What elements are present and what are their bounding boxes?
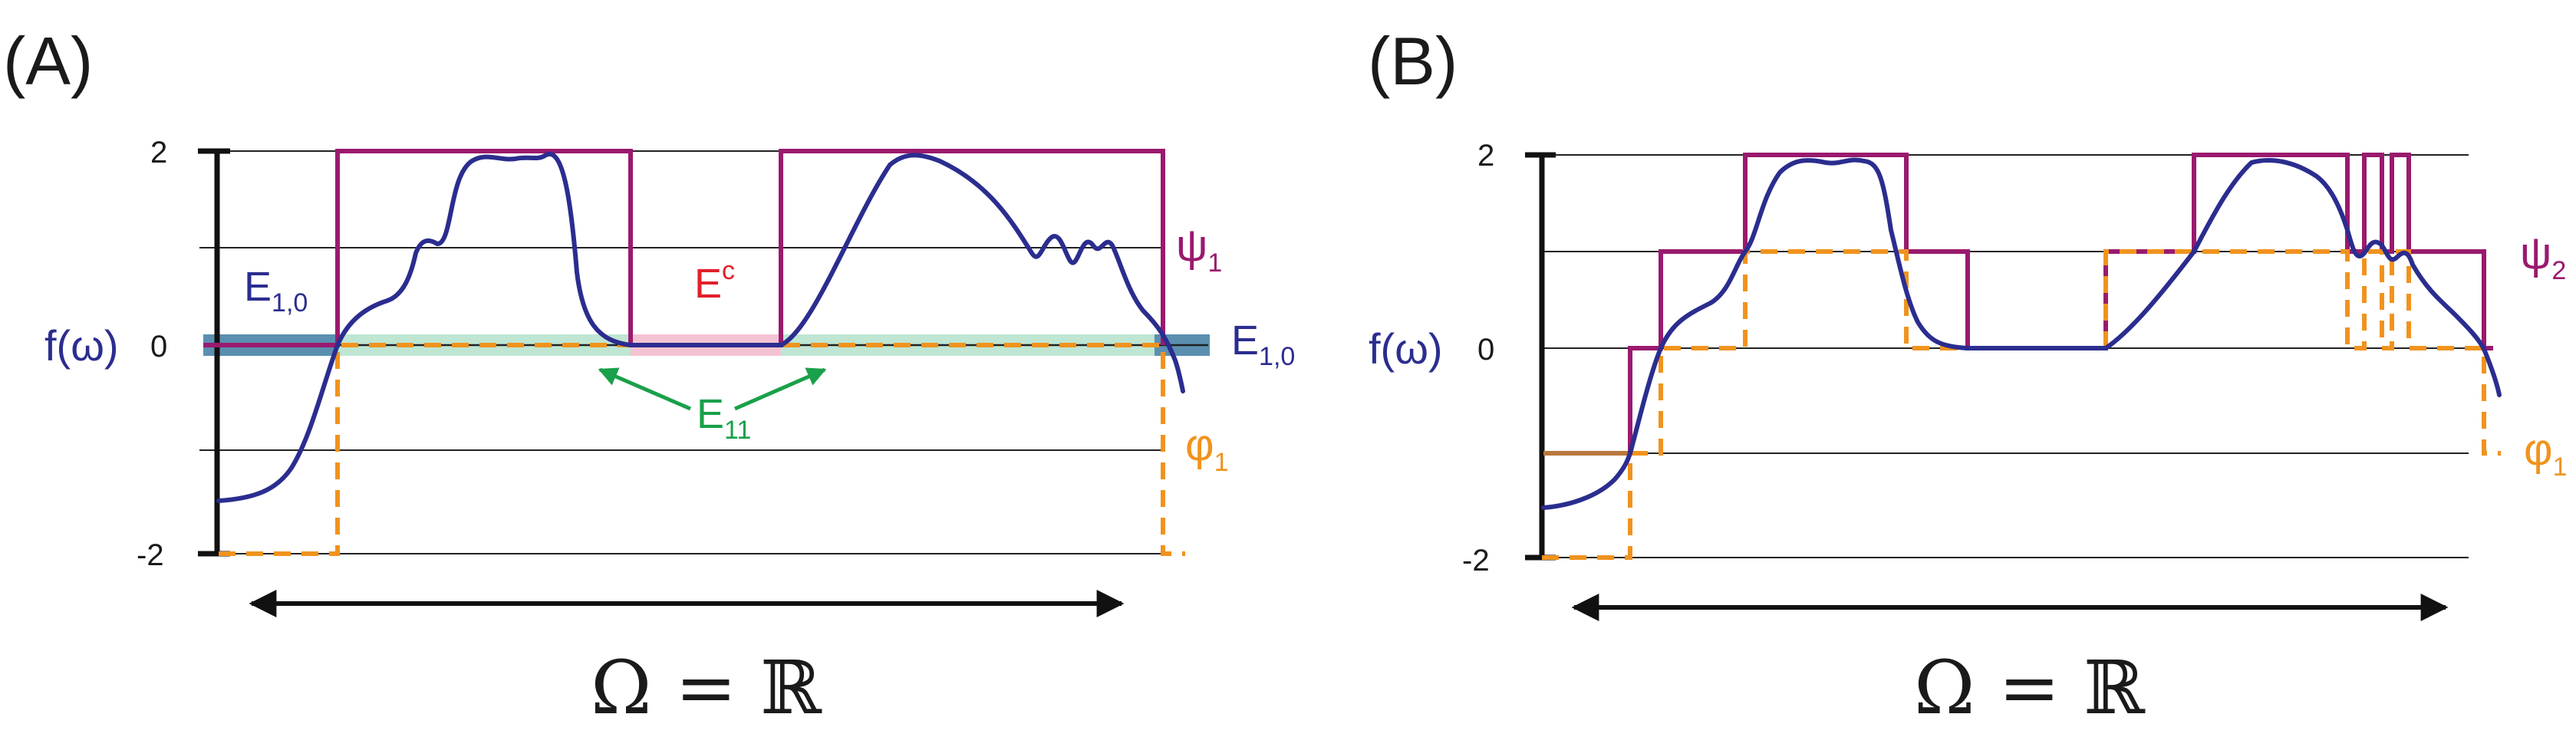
panel-b-gridlines bbox=[1542, 154, 2469, 558]
panel-b-psi-label: ψ2 bbox=[2520, 229, 2566, 285]
panel-b-phi1-step bbox=[1542, 249, 2501, 560]
panel-a-f-label: f(ω) bbox=[44, 321, 119, 370]
panel-a-tick-neg2: -2 bbox=[137, 538, 164, 572]
panel-a-letter: (A) bbox=[3, 23, 93, 99]
panel-b-tick-0: 0 bbox=[1477, 333, 1494, 367]
panel-a-omega-label: Ω = ℝ bbox=[591, 645, 822, 731]
panel-a-e11-arrow-left bbox=[598, 367, 691, 411]
panel-a-e11-arrow-right bbox=[734, 367, 827, 411]
panel-a-phi-label: φ1 bbox=[1185, 420, 1229, 477]
panel-b-tick-neg2: -2 bbox=[1462, 544, 1490, 577]
panel-a-tick-2: 2 bbox=[150, 136, 167, 169]
panel-a-tick-0: 0 bbox=[150, 330, 167, 364]
panel-a-ec-label: Ec bbox=[694, 256, 735, 307]
panel-b-phi-label: φ1 bbox=[2524, 425, 2568, 482]
panel-b-omega-label: Ω = ℝ bbox=[1914, 645, 2146, 731]
panel-b-f-curve bbox=[1541, 157, 2502, 510]
panel-b-psi2-step bbox=[1628, 153, 2493, 453]
panel-b-letter: (B) bbox=[1368, 23, 1458, 99]
panel-a-e10-left-label: E1,0 bbox=[244, 264, 308, 318]
panel-b-tick-2: 2 bbox=[1477, 139, 1494, 173]
panel-a-e11-label: E11 bbox=[697, 391, 751, 445]
panel-a-psi-label: ψ1 bbox=[1176, 221, 1222, 278]
panel-a-e10-right-label: E1,0 bbox=[1231, 318, 1295, 371]
panel-b-f-label: f(ω) bbox=[1369, 324, 1443, 373]
panel-a-phi1-step bbox=[219, 343, 1185, 556]
panel-a: (A) 2 0 -2 f(ω) E1,0 E1,0 Ec E1 bbox=[3, 23, 1295, 731]
panel-b: (B) 2 0 -2 f(ω) ψ2 φ1 Ω = ℝ bbox=[1368, 23, 2568, 731]
panel-a-f-curve bbox=[216, 151, 1185, 503]
